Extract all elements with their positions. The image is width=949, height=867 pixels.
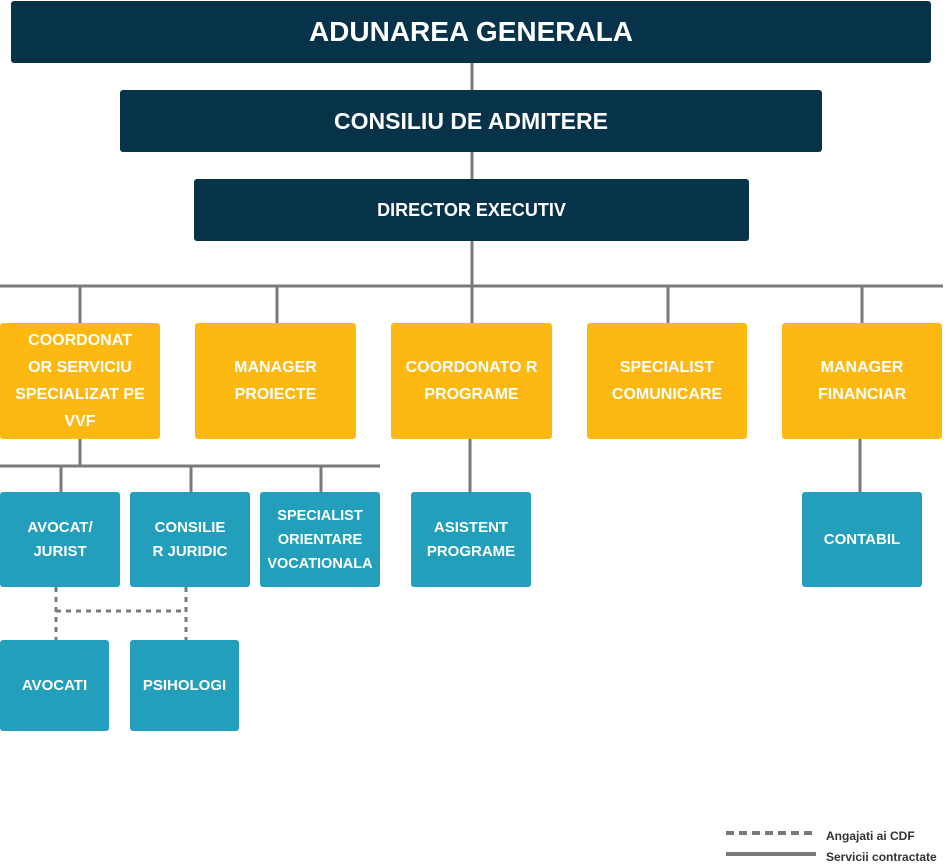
psychologists-label: PSIHOLOGI [142,676,227,694]
coord-vvf-box: COORDONAT OR SERVICIU SPECIALIZAT PE VVF [0,323,160,439]
lawyers-box: AVOCATI [0,640,109,731]
project-manager-box: MANAGER PROIECTE [195,323,356,439]
general-assembly-label: ADUNAREA GENERALA [308,16,634,47]
legend-dashed-label: Angajati ai CDF [826,829,915,843]
legal-advisor-box: CONSILIE R JURIDIC [130,492,250,587]
general-assembly-box: ADUNAREA GENERALA [11,1,931,63]
executive-director-label: DIRECTOR EXECUTIV [377,199,566,220]
psychologists-box: PSIHOLOGI [130,640,239,731]
executive-director-box: DIRECTOR EXECUTIV [194,179,749,241]
accountant-label: CONTABIL [823,530,901,548]
vocational-specialist-box: SPECIALIST ORIENTARE VOCATIONALA [260,492,380,587]
vocational-specialist-label: SPECIALIST ORIENTARE VOCATIONALA [267,507,373,572]
program-assistant-label: ASISTENT PROGRAME [426,518,516,560]
communication-specialist-box: SPECIALIST COMUNICARE [587,323,747,439]
financial-manager-box: MANAGER FINANCIAR [782,323,942,439]
admission-council-box: CONSILIU DE ADMITERE [120,90,822,152]
accountant-box: CONTABIL [802,492,922,587]
legal-advisor-label: CONSILIE R JURIDIC [152,518,228,560]
legend-solid-label: Servicii contractate [826,850,937,864]
program-coordinator-box: COORDONATO R PROGRAME [391,323,552,439]
financial-manager-label: MANAGER FINANCIAR [818,359,906,403]
program-assistant-box: ASISTENT PROGRAME [411,492,531,587]
admission-council-label: CONSILIU DE ADMITERE [334,107,608,134]
lawyer-jurist-box: AVOCAT/ JURIST [0,492,120,587]
lawyers-label: AVOCATI [21,676,88,694]
communication-specialist-label: SPECIALIST COMUNICARE [611,359,723,403]
program-coordinator-label: COORDONATO R PROGRAME [405,359,538,403]
lawyer-jurist-label: AVOCAT/ JURIST [27,518,93,560]
project-manager-label: MANAGER PROIECTE [234,359,317,403]
coord-vvf-label: COORDONAT OR SERVICIU SPECIALIZAT PE VVF [15,332,145,430]
